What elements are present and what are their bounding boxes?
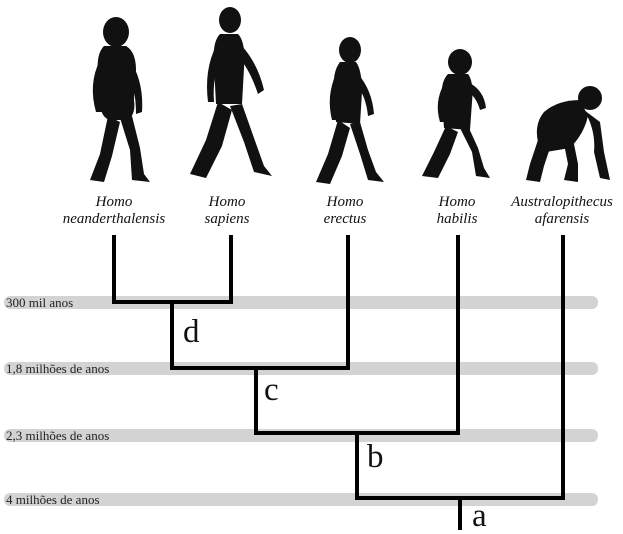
time-label-4m: 4 milhões de anos	[6, 492, 100, 507]
species-label-sapiens: Homo sapiens	[152, 194, 302, 228]
time-band-300k	[4, 296, 598, 309]
habilis-silhouette-icon	[422, 49, 490, 178]
sapiens-silhouette-icon	[190, 7, 272, 178]
species-genus: Homo	[326, 194, 364, 210]
time-label-2-3m: 2,3 milhões de anos	[6, 428, 110, 443]
node-label-d: d	[183, 314, 200, 350]
afarensis-silhouette-icon	[526, 86, 610, 182]
species-epithet: erectus	[323, 211, 367, 227]
species-genus: Australopithecus	[511, 194, 613, 210]
species-genus: Homo	[438, 194, 476, 210]
species-genus: Homo	[95, 194, 133, 210]
node-label-c: c	[264, 372, 279, 408]
species-epithet: afarensis	[534, 211, 590, 227]
species-epithet: sapiens	[204, 211, 250, 227]
species-label-afarensis: Australopithecus afarensis	[487, 194, 623, 228]
neanderthal-silhouette-icon	[90, 17, 150, 182]
time-label-300k: 300 mil anos	[6, 295, 74, 310]
species-label-erectus: Homo erectus	[270, 194, 420, 228]
species-epithet: habilis	[436, 211, 478, 227]
species-label-neanderthalensis: Homo neanderthalensis	[39, 194, 189, 228]
erectus-silhouette-icon	[316, 37, 384, 184]
node-label-a: a	[472, 498, 487, 534]
species-epithet: neanderthalensis	[62, 211, 166, 227]
time-label-1-8m: 1,8 milhões de anos	[6, 361, 110, 376]
species-label-habilis: Homo habilis	[382, 194, 532, 228]
species-genus: Homo	[208, 194, 246, 210]
node-label-b: b	[367, 439, 384, 475]
